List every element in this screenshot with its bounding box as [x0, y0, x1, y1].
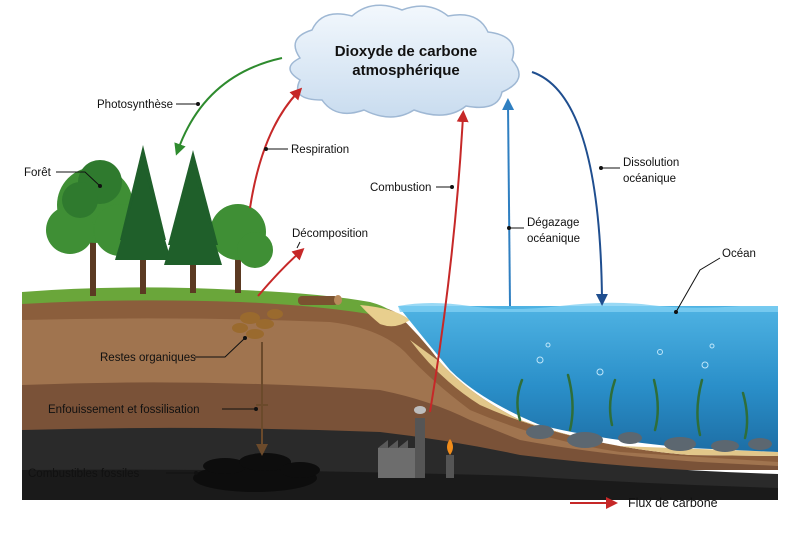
- arrow-decomposition: [257, 247, 305, 297]
- label-dissolution-line1: Dissolution: [623, 157, 679, 169]
- forest-trees: [46, 145, 342, 339]
- label-ocean: Océan: [722, 248, 756, 260]
- ocean-water: [398, 302, 778, 452]
- legend: Flux de carbone: [570, 496, 718, 510]
- label-degazage-line1: Dégazage: [527, 217, 579, 229]
- label-decomposition: Décomposition: [292, 228, 368, 240]
- arrow-combustion: [429, 110, 469, 413]
- factory: [378, 406, 454, 478]
- arrow-degazage: [502, 98, 515, 307]
- label-restes-organiques: Restes organiques: [100, 352, 196, 364]
- atmosphere-cloud: [289, 4, 520, 118]
- label-dissolution-line2: océanique: [623, 173, 676, 185]
- legend-label: Flux de carbone: [628, 496, 718, 510]
- flux-arrows: [174, 57, 608, 456]
- label-degazage-line2: océanique: [527, 233, 580, 245]
- label-foret: Forêt: [24, 167, 52, 179]
- label-leaders: [56, 102, 721, 475]
- arrow-photosynthese: [174, 57, 283, 156]
- cloud-title-line2: atmosphérique: [352, 62, 460, 79]
- fossil-fuel-deposit: [193, 453, 320, 492]
- label-respiration: Respiration: [291, 144, 349, 156]
- label-combustibles-fossiles: Combustibles fossiles: [28, 468, 139, 480]
- cloud-title-line1: Dioxyde de carbone: [335, 43, 478, 60]
- label-enfouissement: Enfouissement et fossilisation: [48, 404, 200, 416]
- arrow-dissolution: [531, 71, 608, 306]
- label-combustion: Combustion: [370, 182, 431, 194]
- arrow-respiration: [249, 87, 303, 209]
- label-photosynthese: Photosynthèse: [97, 99, 173, 111]
